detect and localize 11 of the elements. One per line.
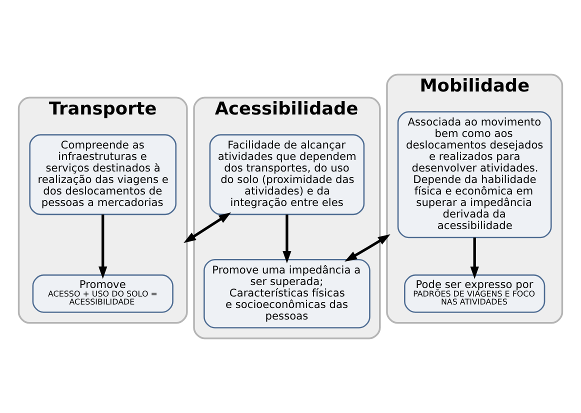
node-box: Compreende as infraestruturas e serviços destinados à realização das viagens e dos deslocamentos de pessoas a mercadorias <box>29 134 177 216</box>
arrow <box>344 234 390 262</box>
node-box: Promove ACESSO + USO DO SOLO = ACESSIBILIDADE <box>32 274 174 313</box>
arrow <box>98 214 108 279</box>
arrow <box>282 214 292 264</box>
node-box: Pode ser expresso por PADRÕES DE VIAGENS E FOCO NAS ATIVIDADES <box>404 274 546 313</box>
arrow <box>184 212 232 243</box>
arrow <box>470 238 479 280</box>
node-box: Facilidade de alcançar atividades que dependem dos transportes, do uso do solo (proximidade das atividades) e da integração entre eles <box>209 134 365 216</box>
node-box: Associada ao movimento bem como aos deslocamentos desejados e realizados para desenvolver atividades. Depende da habilidade física e econômica em superar a impedância derivada da acessibilidade <box>397 111 552 238</box>
node-box: Promove uma impedância a ser superada; Características físicas e socioeconômicas das pessoas <box>204 258 370 328</box>
